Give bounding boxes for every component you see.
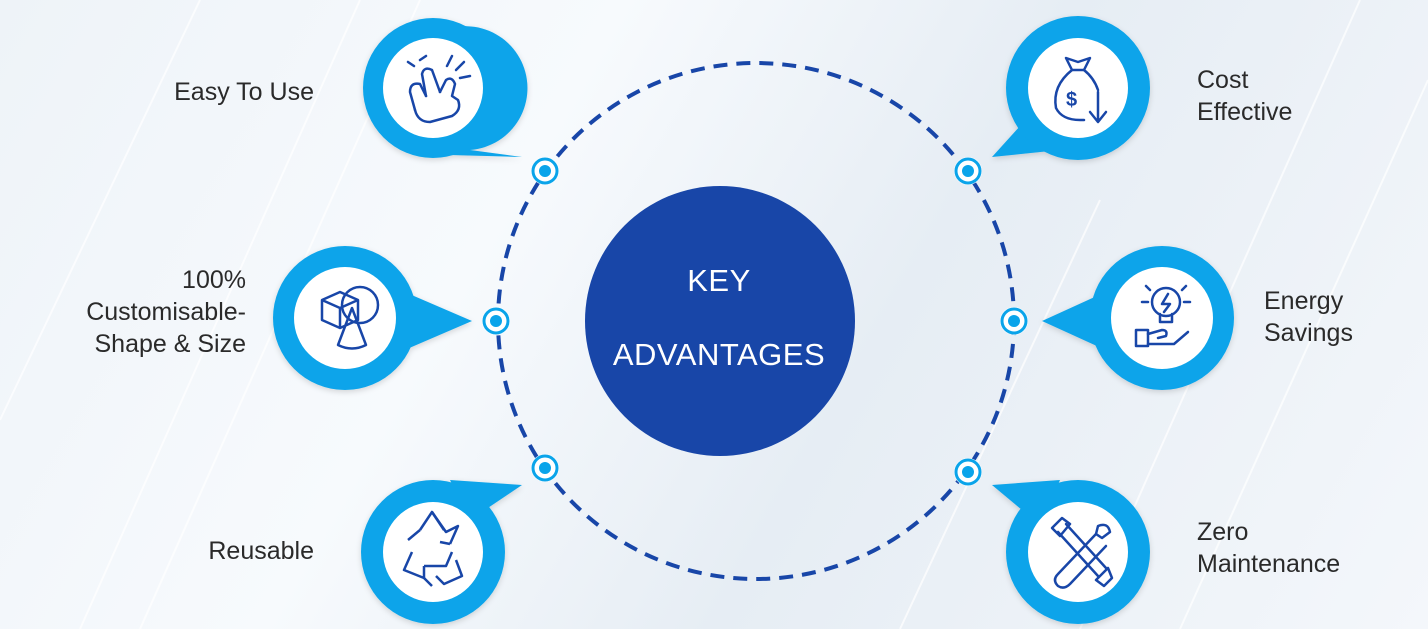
shapes-icon bbox=[320, 285, 380, 350]
ring-node bbox=[1000, 307, 1028, 335]
ring-node bbox=[531, 157, 559, 185]
label-reusable: Reusable bbox=[208, 537, 314, 565]
ring-node bbox=[531, 454, 559, 482]
ring-node bbox=[954, 458, 982, 486]
label-zero-maintenance: Zero Maintenance bbox=[1197, 518, 1341, 578]
label-cost-effective: Cost Effective bbox=[1197, 66, 1293, 126]
ring-node bbox=[482, 307, 510, 335]
tools-icon bbox=[1050, 516, 1114, 589]
label-customisable: 100% Customisable- Shape & Size bbox=[86, 266, 246, 358]
svg-text:$: $ bbox=[1066, 89, 1077, 111]
bubble-customisable bbox=[273, 246, 472, 390]
pointing-hand-icon bbox=[406, 54, 472, 124]
center-title-line1: KEY bbox=[687, 263, 751, 298]
bubble-zero-maintenance bbox=[992, 480, 1150, 624]
lightbulb-hand-icon bbox=[1134, 284, 1192, 348]
center-circle bbox=[585, 186, 855, 456]
money-bag-icon: $ bbox=[1054, 56, 1108, 124]
label-easy-to-use: Easy To Use bbox=[174, 78, 314, 106]
ring-node bbox=[954, 157, 982, 185]
center-title-line2: ADVANTAGES bbox=[612, 337, 826, 372]
bubble-easy-to-use bbox=[363, 18, 528, 158]
bubble-reusable bbox=[361, 480, 522, 624]
center-title: KEY ADVANTAGES bbox=[584, 244, 854, 392]
label-energy-savings: Energy Savings bbox=[1264, 287, 1353, 347]
bubble-cost-effective bbox=[992, 16, 1150, 160]
recycle-icon bbox=[402, 510, 464, 587]
bubble-energy-savings bbox=[1042, 246, 1234, 390]
